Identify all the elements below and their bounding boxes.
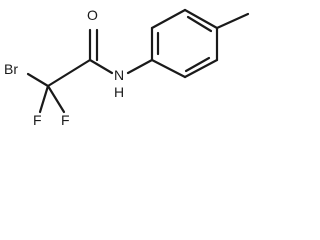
bond-methyl [215, 12, 250, 30]
bond-c-f1 [38, 84, 50, 114]
ring-bond-3 [183, 8, 219, 30]
ring-double-3 [184, 56, 211, 73]
bond-c-f2 [46, 84, 66, 114]
bond-c-c [46, 58, 92, 88]
bond-n-ring [126, 58, 154, 75]
ring-double-2 [186, 15, 213, 33]
ring-bond-2 [150, 8, 187, 30]
bond-c-n [88, 58, 114, 75]
ring-bond-5 [183, 58, 219, 79]
molecule-structure: Br F F O N H [4, 7, 250, 128]
atom-h-label: H [114, 84, 124, 100]
atom-n-label: N [114, 67, 124, 83]
atom-f1-label: F [33, 112, 42, 128]
atom-f2-label: F [61, 112, 70, 128]
bond-c-br [26, 72, 50, 88]
ring-bond-6 [150, 58, 187, 79]
atom-br-label: Br [4, 61, 18, 77]
atom-o-label: O [87, 7, 98, 23]
